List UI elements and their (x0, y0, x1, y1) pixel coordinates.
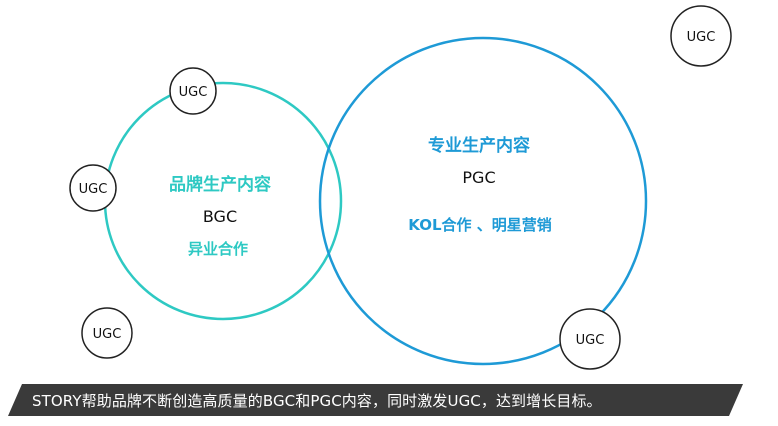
bgc-circle (103, 81, 343, 321)
footer-banner: STORY帮助品牌不断创造高质量的BGC和PGC内容，同时激发UGC，达到增长目… (8, 384, 743, 416)
content-venn-diagram: 品牌生产内容 BGC 异业合作 专业生产内容 PGC KOL合作 、明星营销 U… (69, 5, 732, 370)
ugc-bubble: UGC (169, 67, 217, 115)
ugc-bubble: UGC (670, 5, 732, 67)
bgc-subtitle: 异业合作 (188, 240, 248, 258)
bgc-title: 品牌生产内容 (169, 174, 271, 195)
pgc-subtitle: KOL合作 、明星营销 (408, 216, 551, 234)
ugc-bubble: UGC (559, 308, 621, 370)
ugc-bubble: UGC (69, 164, 117, 212)
ugc-label: UGC (576, 333, 605, 348)
ugc-label: UGC (179, 85, 208, 100)
bgc-code: BGC (203, 207, 237, 226)
ugc-bubble: UGC (81, 307, 133, 359)
pgc-circle (318, 36, 648, 366)
ugc-label: UGC (79, 182, 108, 197)
footer-text: STORY帮助品牌不断创造高质量的BGC和PGC内容，同时激发UGC，达到增长目… (32, 391, 602, 410)
ugc-label: UGC (687, 30, 716, 45)
pgc-title: 专业生产内容 (428, 135, 530, 156)
pgc-code: PGC (462, 168, 495, 187)
ugc-label: UGC (93, 327, 122, 342)
